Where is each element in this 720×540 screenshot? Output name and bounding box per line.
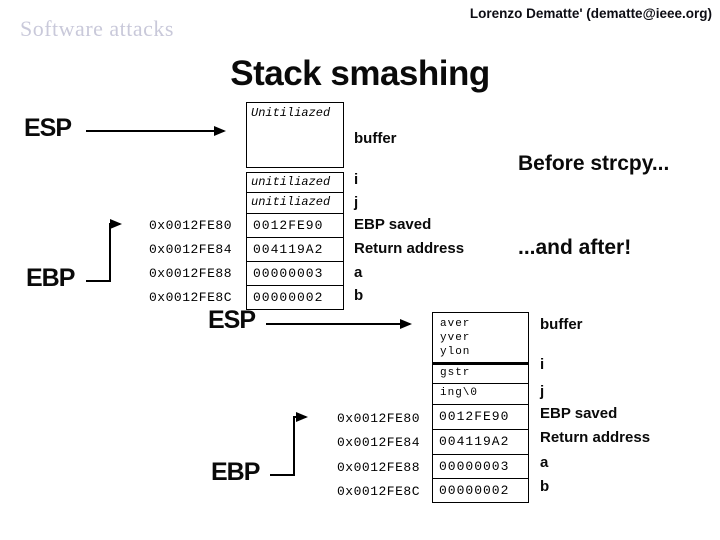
- stack-cell-i: unitiliazed: [246, 172, 344, 193]
- caption-after: ...and after!: [518, 236, 632, 259]
- stack-address: 0x0012FE88: [148, 266, 232, 281]
- field-label-buffer: buffer: [354, 130, 397, 147]
- page-title: Stack smashing: [230, 54, 490, 93]
- stack-cell-j-overflowed: ing\0: [432, 383, 529, 405]
- course-title: Software attacks: [20, 16, 174, 41]
- stack-address: 0x0012FE80: [336, 411, 420, 426]
- field-label-ebp-saved: EBP saved: [354, 216, 432, 233]
- field-label-a: a: [354, 264, 363, 281]
- stack-cell-buffer: Unitiliazed: [246, 102, 344, 168]
- stack-cell-b: 00000002: [246, 285, 344, 310]
- field-label-b: b: [540, 478, 550, 495]
- stack-cell-a: 00000003: [246, 261, 344, 286]
- field-label-a: a: [540, 454, 549, 471]
- field-label-i: i: [354, 171, 359, 188]
- stack-cell-a: 00000003: [432, 454, 529, 479]
- field-label-b: b: [354, 287, 364, 304]
- ebp-arrow-after: [270, 412, 308, 476]
- ebp-arrow-before: [86, 219, 122, 282]
- field-label-j: j: [354, 194, 359, 211]
- stack-address: 0x0012FE88: [336, 460, 420, 475]
- stack-address: 0x0012FE8C: [148, 290, 232, 305]
- esp-register-label-after: ESP: [208, 306, 256, 334]
- ebp-register-label-before: EBP: [26, 264, 75, 292]
- author-credit: Lorenzo Dematte' (dematte@ieee.org): [469, 6, 712, 21]
- ebp-register-label-after: EBP: [211, 458, 260, 486]
- stack-cell-j: unitiliazed: [246, 192, 344, 214]
- stack-address: 0x0012FE84: [148, 242, 232, 257]
- stack-address: 0x0012FE84: [336, 435, 420, 450]
- esp-register-label-before: ESP: [24, 114, 72, 142]
- field-label-return-address: Return address: [354, 240, 465, 257]
- caption-before: Before strcpy...: [518, 152, 670, 175]
- stack-cell-return-address: 004119A2: [432, 429, 529, 455]
- stack-address: 0x0012FE80: [148, 218, 232, 233]
- field-label-buffer: buffer: [540, 316, 583, 333]
- field-label-j: j: [540, 383, 545, 400]
- field-label-i: i: [540, 356, 545, 373]
- stack-address: 0x0012FE8C: [336, 484, 420, 499]
- stack-cell-return-address: 004119A2: [246, 237, 344, 262]
- stack-cell-buffer-overflowed: aver yver ylon: [432, 312, 529, 365]
- stack-cell-b: 00000002: [432, 478, 529, 503]
- field-label-ebp-saved: EBP saved: [540, 405, 618, 422]
- stack-cell-ebp-saved: 0012FE90: [432, 404, 529, 430]
- stack-cell-i-overflowed: gstr: [432, 364, 529, 384]
- field-label-return-address: Return address: [540, 429, 651, 446]
- stack-cell-ebp-saved: 0012FE90: [246, 213, 344, 238]
